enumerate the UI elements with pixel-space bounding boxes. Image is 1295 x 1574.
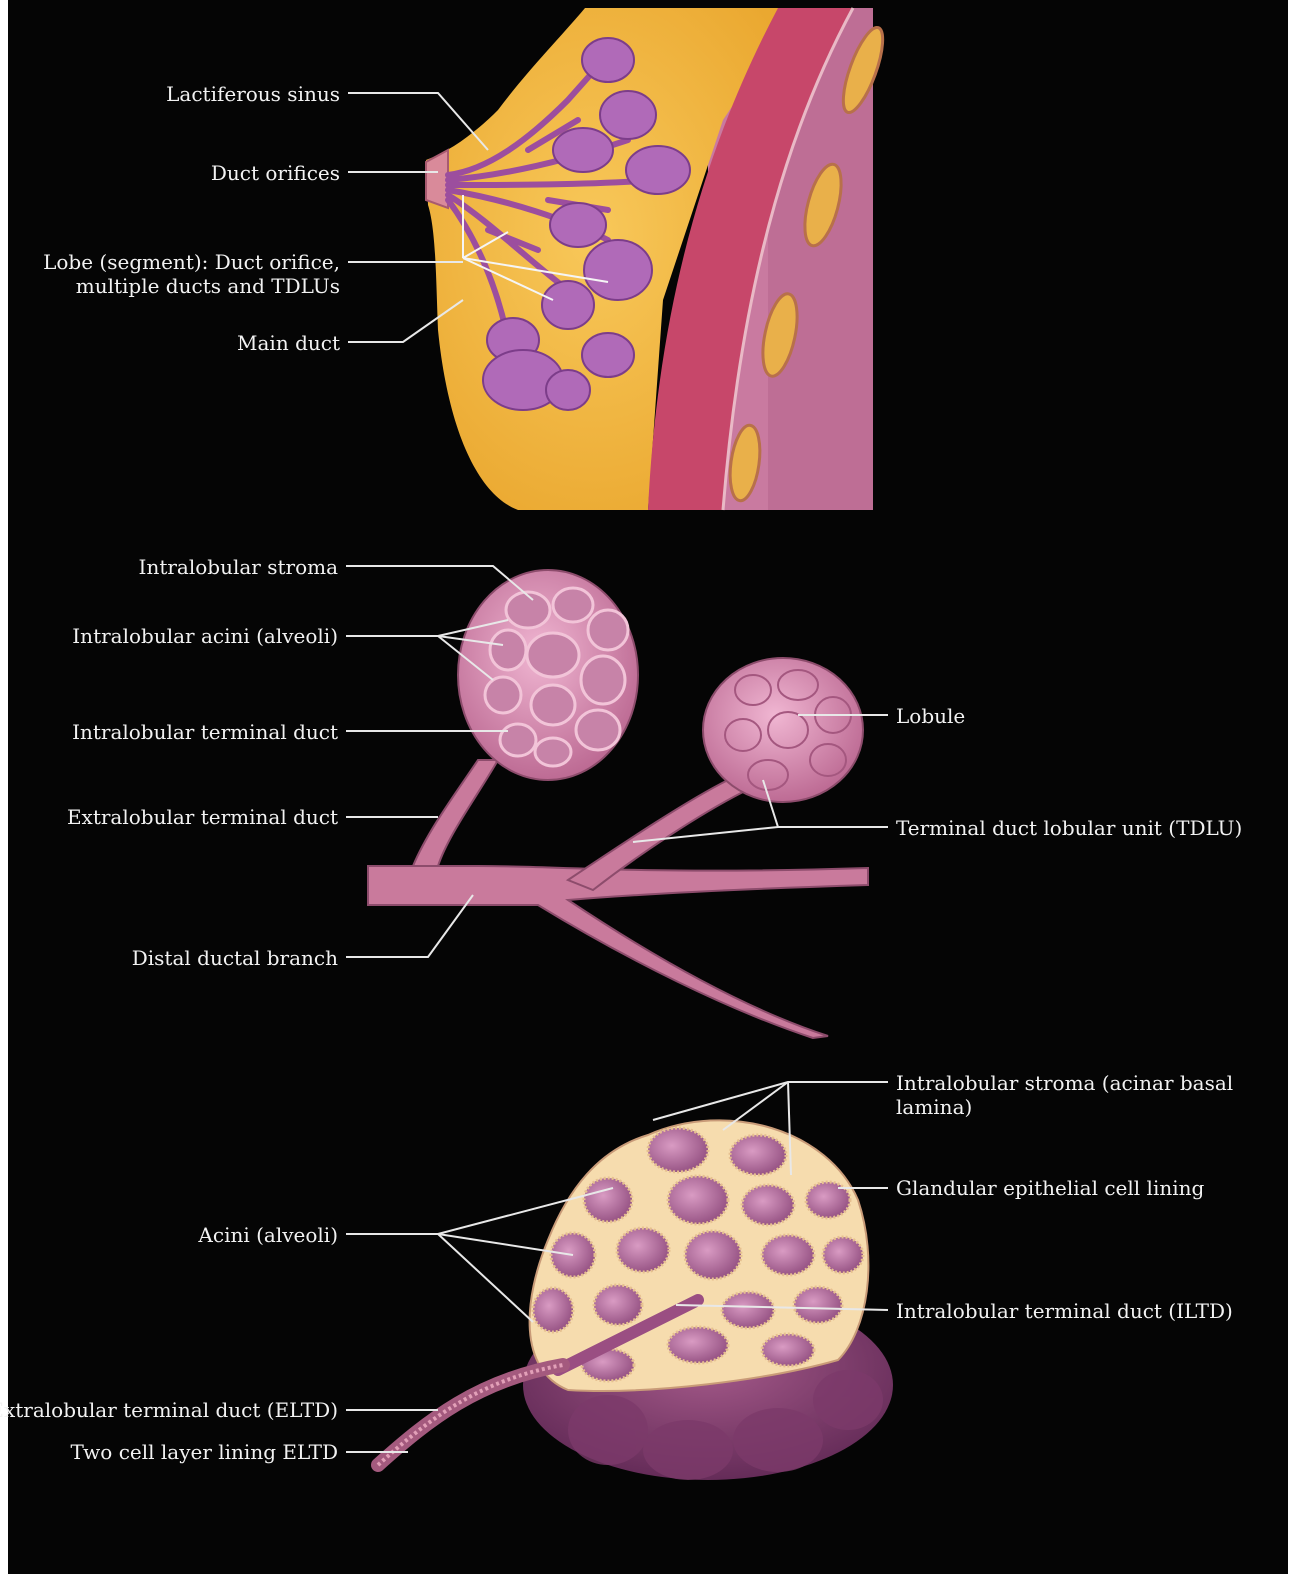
- label-two-cell-layer: Two cell layer lining ELTD: [71, 1440, 338, 1464]
- label-intralobular-acini: Intralobular acini (alveoli): [72, 624, 338, 648]
- label-tdlu: Terminal duct lobular unit (TDLU): [896, 816, 1242, 840]
- label-duct-orifices: Duct orifices: [211, 161, 340, 185]
- label-stroma-line2: lamina): [896, 1095, 972, 1119]
- label-main-duct: Main duct: [237, 331, 340, 355]
- label-iltd: Intralobular terminal duct (ILTD): [896, 1299, 1233, 1323]
- label-intralobular-terminal-duct: Intralobular terminal duct: [72, 720, 338, 744]
- figure-plate: Lactiferous sinus Duct orifices Lobe (se…: [8, 0, 1288, 1574]
- tdlu-cut-lobule: [458, 570, 638, 780]
- label-intralobular-stroma: Intralobular stroma: [139, 555, 338, 579]
- label-extralobular-terminal-duct: Extralobular terminal duct: [67, 805, 338, 829]
- breast-cross-section: [426, 8, 891, 510]
- label-lobe-line2: multiple ducts and TDLUs: [76, 274, 340, 298]
- lobule-intact: [703, 658, 863, 802]
- label-acini: Acini (alveoli): [198, 1223, 338, 1247]
- label-lobule: Lobule: [896, 704, 965, 728]
- anatomy-illustration: [8, 0, 1288, 1574]
- label-glandular-lining: Glandular epithelial cell lining: [896, 1176, 1204, 1200]
- label-lactiferous-sinus: Lactiferous sinus: [166, 82, 340, 106]
- nipple: [426, 150, 448, 208]
- label-lobe-line1: Lobe (segment): Duct orifice,: [43, 250, 340, 274]
- label-eltd: Extralobular terminal duct (ELTD): [0, 1398, 338, 1422]
- acini-detail: [378, 1120, 893, 1480]
- label-stroma-line1: Intralobular stroma (acinar basal: [896, 1071, 1233, 1095]
- label-distal-ductal-branch: Distal ductal branch: [132, 946, 338, 970]
